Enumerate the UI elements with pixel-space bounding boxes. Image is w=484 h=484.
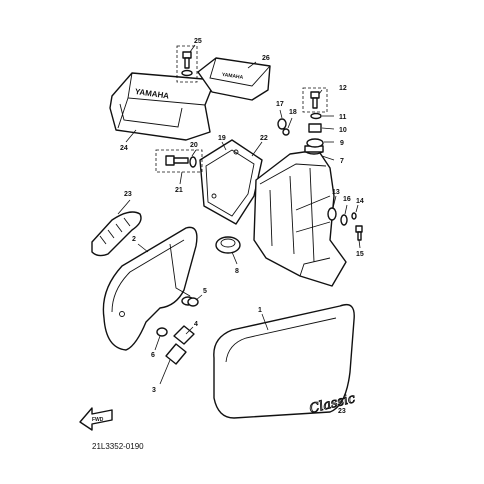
part-number-10: 10 [339,127,347,134]
hardware-13-16 [327,207,357,226]
part-number-14: 14 [356,198,364,205]
part-number-26: 26 [262,55,270,62]
damper-8 [215,236,241,254]
part-number-15: 15 [356,251,364,258]
panel-19 [199,139,263,225]
part-number-1: 1 [258,307,262,314]
part-number-5: 5 [203,288,207,295]
part-number-4: 4 [194,321,198,328]
oil-tank-7 [253,145,347,287]
grommet-17-18 [277,118,290,136]
part-number-23-grommet: 23 [124,191,132,198]
part-number-8: 8 [235,268,239,275]
part-number-9: 9 [340,140,344,147]
part-number-6: 6 [151,352,155,359]
part-number-18: 18 [289,109,297,116]
pad-3 [165,343,187,365]
leader-lines [117,44,361,406]
part-number-25: 25 [194,38,202,45]
part-numbers: 25 26 24 12 11 10 9 7 17 18 19 22 20 21 … [120,38,364,415]
grommet-5 [187,297,199,307]
part-number-24: 24 [120,145,128,152]
part-number-13: 13 [332,189,340,196]
drawing-code: 21L3352-0190 [92,442,144,451]
part-number-17: 17 [276,101,284,108]
bolt-20-21 [155,149,203,173]
part-number-19: 19 [218,135,226,142]
pad-26: YAMAHA [197,57,271,101]
grommet-6 [156,327,168,337]
part-number-22: 22 [260,135,268,142]
grommet-strip-23 [91,211,142,257]
part-number-2: 2 [132,236,136,243]
fwd-arrow: FWD [79,407,113,431]
part-number-3: 3 [152,387,156,394]
part-number-7: 7 [340,158,344,165]
part-number-16: 16 [343,196,351,203]
part-number-11: 11 [339,114,347,121]
svg-text:YAMAHA: YAMAHA [221,72,243,81]
part-number-20: 20 [190,142,198,149]
cap-group-9-12 [302,87,328,148]
part-number-23-emblem: 23 [338,408,346,415]
part-number-21: 21 [175,187,183,194]
screw-25 [176,45,198,83]
side-cover-1 [213,303,355,419]
toolbox-cover-24: YAMAHA [109,72,216,141]
fwd-label: FWD [92,417,104,423]
part-number-12: 12 [339,85,347,92]
screw-15 [355,225,363,241]
